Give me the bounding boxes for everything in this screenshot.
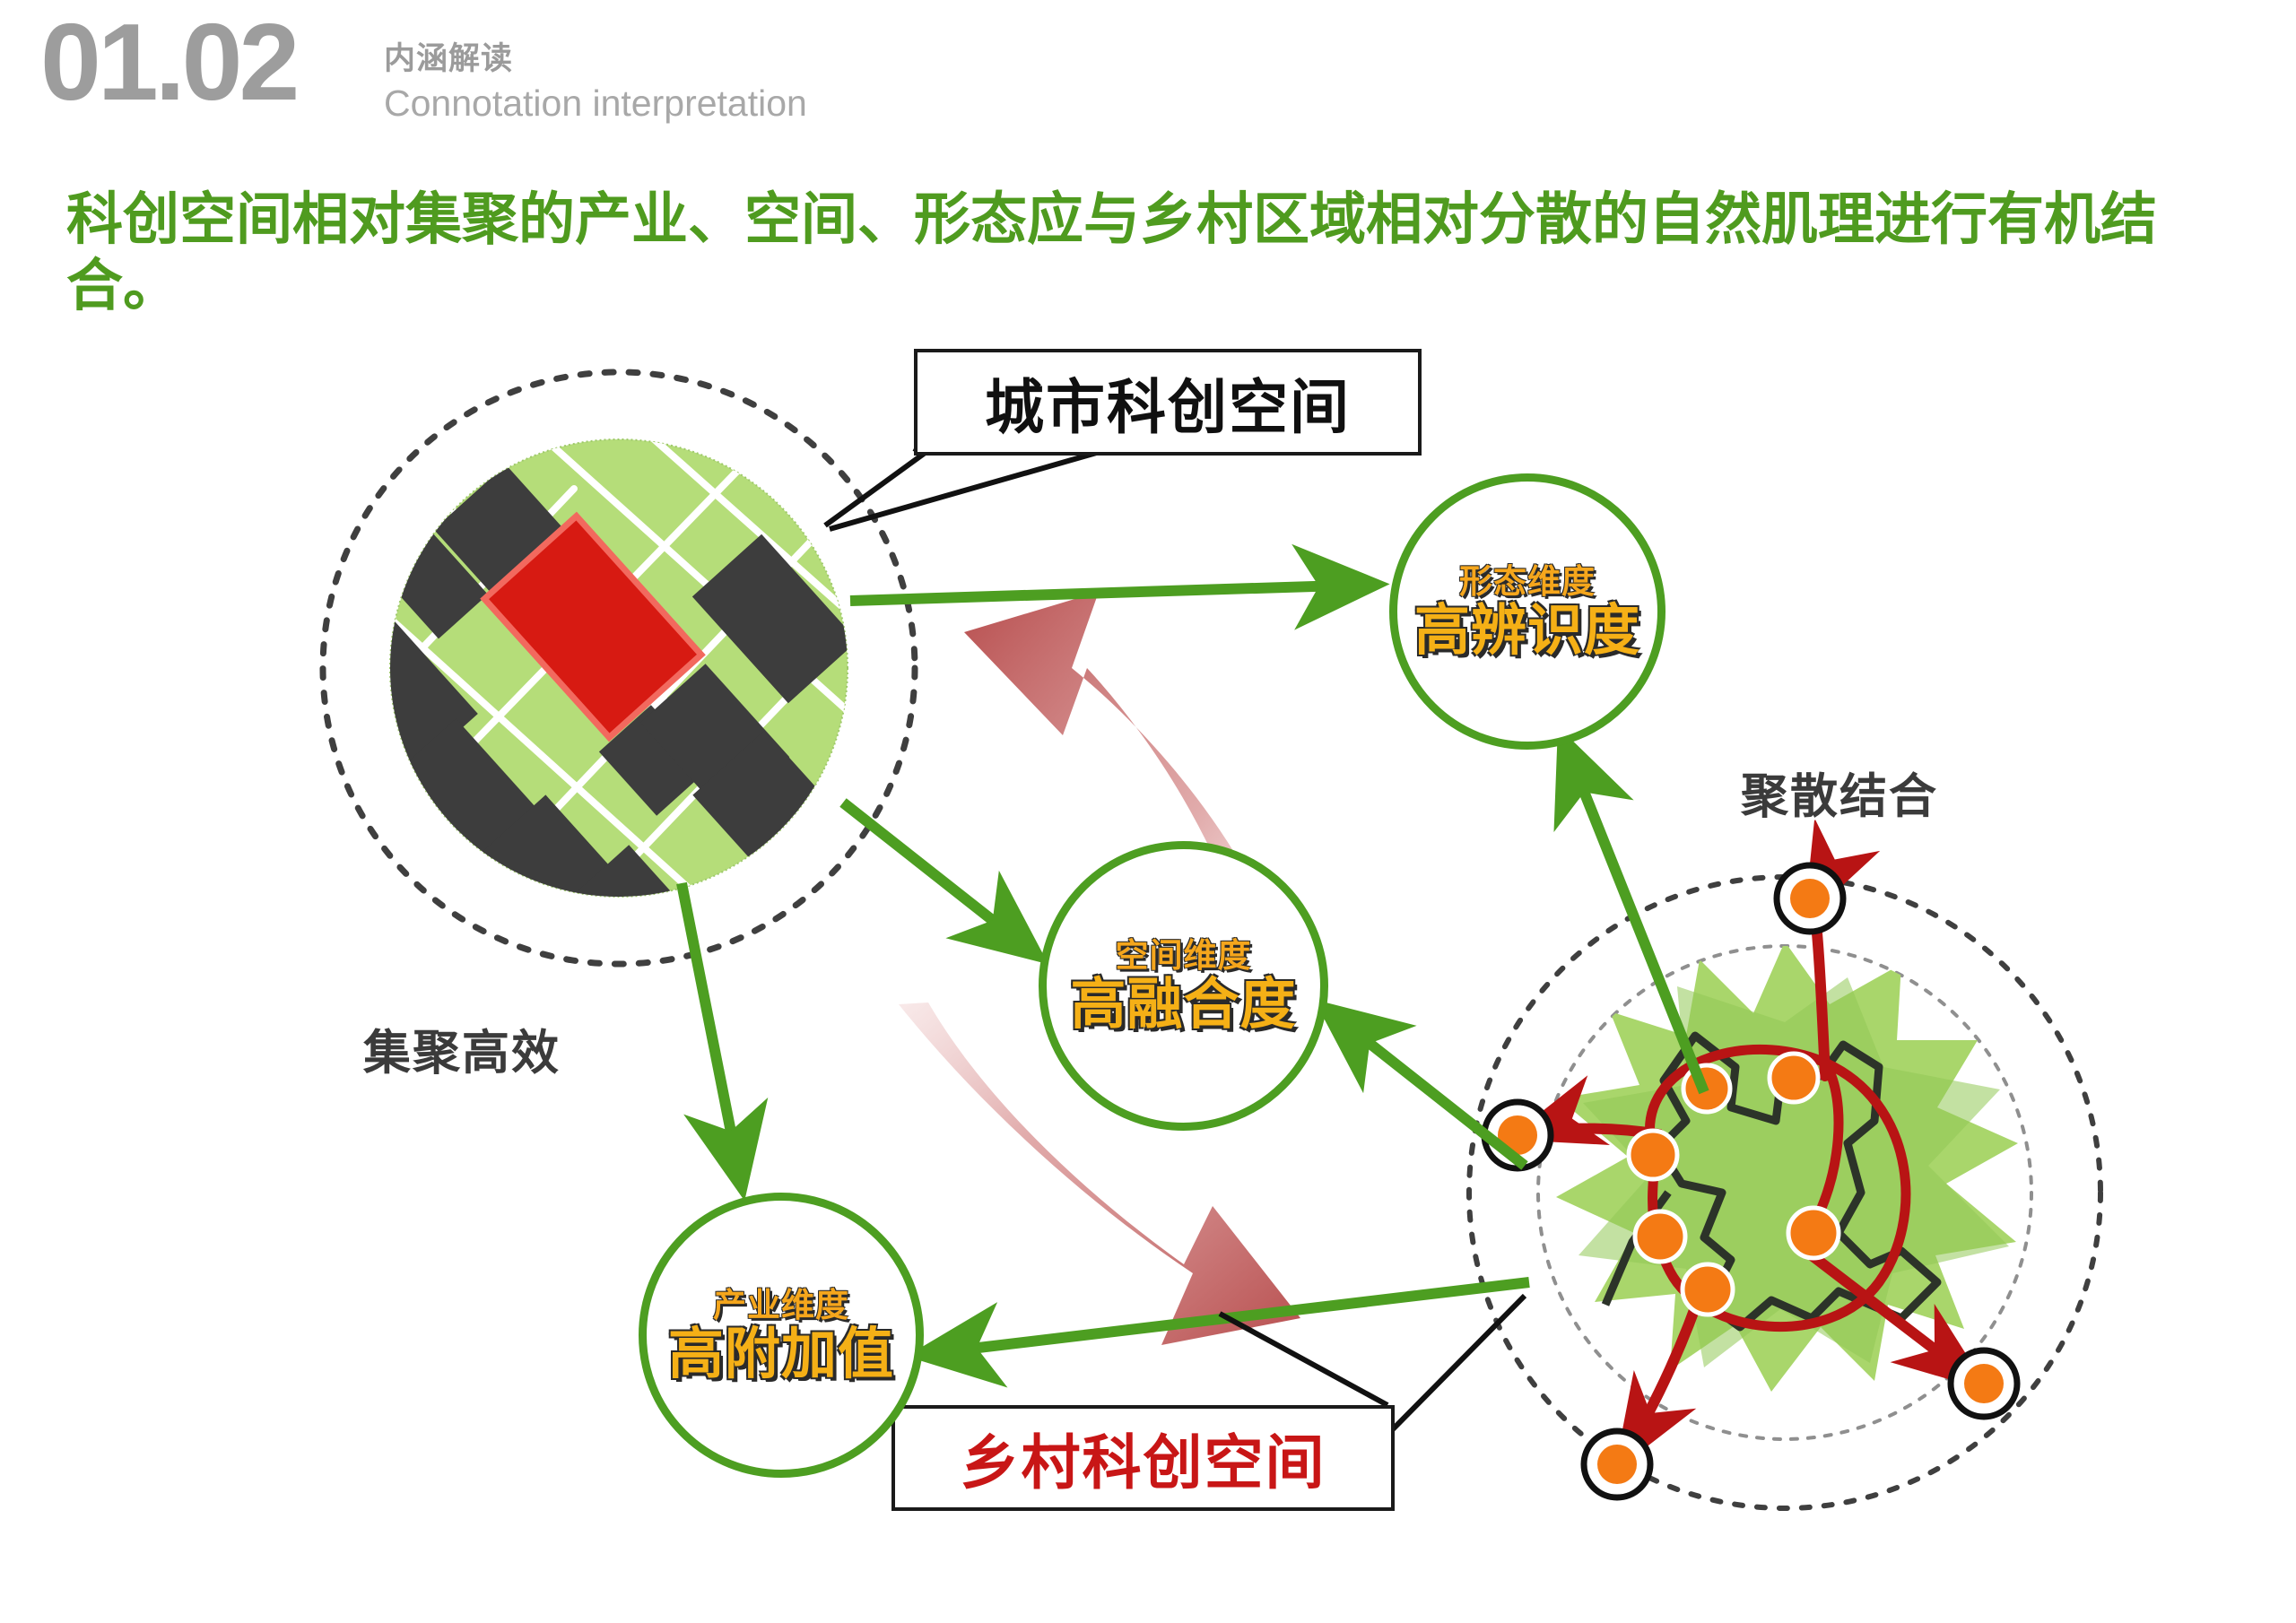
callout-leader-lines [823, 446, 1527, 1437]
dimension-badge-form: 形态维度 高辨识度 [1389, 473, 1665, 750]
rural-satellite-nodes [1481, 862, 2021, 1501]
section-title-cn: 内涵解读 [384, 41, 514, 76]
urban-circle-diagram [319, 369, 918, 968]
leader-urban-b [829, 446, 1113, 532]
dimension-badge-space: 空间维度 高融合度 [1039, 841, 1328, 1131]
dimension-form-sub: 形态维度 [1459, 562, 1596, 600]
connector-urban-to-industry [676, 881, 769, 1202]
dimension-space-sub: 空间维度 [1115, 937, 1252, 974]
green-connectors [676, 543, 1709, 1388]
urban-outer-dashed-ring [319, 369, 918, 968]
connector-rural-to-space [1314, 999, 1528, 1170]
connector-urban-to-form [849, 543, 1390, 630]
flow-arrow-rural-to-urban [964, 592, 1292, 973]
annotation-cluster-efficiency: 集聚高效 [363, 1027, 561, 1080]
section-number: 01.02 [40, 1, 300, 123]
page-headline: 科创空间相对集聚的产业、空间、形态应与乡村区域相对分散的自然肌理进行有机结合。 [66, 188, 2157, 318]
urban-street-grid [390, 439, 848, 897]
dimension-badge-industry: 产业维度 高附加值 [639, 1193, 924, 1478]
dimension-form-main: 高辨识度 [1413, 599, 1640, 662]
dimension-space-main: 高融合度 [1070, 974, 1297, 1036]
connector-urban-to-space [839, 798, 1048, 965]
rural-circle-diagram [1466, 818, 2103, 1511]
flow-arrow-urban-to-rural [899, 1002, 1300, 1345]
section-title-en: Connotation interpretation [384, 82, 807, 124]
dimension-industry-sub: 产业维度 [713, 1286, 849, 1324]
dimension-industry-main: 高附加值 [667, 1323, 894, 1385]
annotation-concentration-dispersion: 聚散结合 [1741, 770, 1938, 823]
urban-core-parcel [480, 511, 706, 742]
leader-rural-a [1218, 1311, 1389, 1408]
connector-rural-to-form [1553, 725, 1709, 1095]
callout-urban-space: 城市科创空间 [914, 349, 1422, 456]
callout-rural-space: 乡村科创空间 [891, 1405, 1395, 1511]
leader-rural-b [1385, 1293, 1527, 1437]
urban-building-blocks [390, 464, 848, 897]
